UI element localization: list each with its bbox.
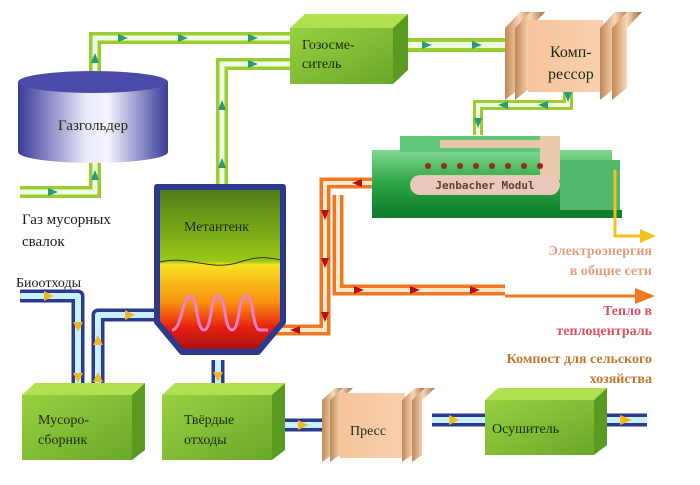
gas-mixer-label-line1: Гозосме-: [302, 38, 355, 53]
gas-arrow-icon: [248, 34, 258, 42]
pipe-biowaste-in: [20, 289, 85, 395]
gas-arrow-icon: [248, 60, 258, 68]
compressor-label-line2: рессор: [548, 66, 594, 83]
pipe-compressor-to-engine: [473, 92, 573, 135]
gas-arrow-icon: [118, 34, 128, 42]
gas-arrow-icon: [218, 158, 226, 168]
heating-coil: [171, 294, 268, 332]
waste-arrow-icon: [298, 420, 308, 430]
electricity-label-line1: Электроэнергия: [548, 244, 652, 259]
gas-arrow-icon: [538, 101, 548, 109]
gas-arrow-icon: [218, 100, 226, 110]
waste-arrow-icon: [125, 310, 135, 320]
gas-arrow-icon: [564, 92, 572, 102]
waste-arrow-icon: [73, 322, 83, 332]
gas-arrow-icon: [498, 101, 508, 109]
engine-label: Jenbacher Modul: [435, 179, 534, 192]
solid-waste-label-line1: Твёрдые: [184, 413, 235, 428]
waste-collector-box: [22, 383, 145, 460]
heat-arrow-icon: [290, 326, 300, 334]
heat-arrow-icon: [354, 286, 364, 294]
landfill-gas-label-line2: свалок: [22, 234, 65, 250]
gas-engine: Jenbacher Modul: [372, 136, 622, 218]
waste-arrow-icon: [93, 335, 103, 345]
dryer-box: [485, 388, 607, 455]
heat-label-line2: теплоцентраль: [556, 324, 652, 339]
waste-arrow-icon: [449, 415, 459, 425]
compost-label-line1: Компост для сельского: [506, 352, 652, 367]
heat-arrow-icon: [321, 258, 329, 268]
heat-arrow-icon: [352, 179, 362, 187]
pipe-digester-to-mixer: [216, 58, 290, 192]
waste-flow-arrows: [44, 291, 632, 430]
heat-arrow-icon: [410, 286, 420, 294]
gas-mixer-label-line2: ситель: [302, 57, 342, 72]
gasholder: [18, 71, 168, 163]
gas-arrow-icon: [178, 34, 188, 42]
pipe-landfill-to-gasholder: [20, 160, 101, 198]
gas-arrow-icon: [91, 170, 99, 180]
waste-arrow-icon: [73, 373, 83, 383]
waste-collector-label-line2: сборник: [38, 433, 88, 448]
heat-output-arrow-icon: [635, 288, 655, 304]
solid-waste-box: [162, 383, 285, 460]
waste-arrow-icon: [44, 291, 54, 301]
digester-label: Метантенк: [184, 220, 250, 235]
press-box: [322, 388, 435, 462]
compost-label-line2: хозяйства: [589, 372, 652, 387]
electricity-arrow-icon: [640, 229, 656, 243]
heat-label-line1: Тепло в: [603, 304, 652, 319]
waste-arrow-icon: [93, 372, 103, 382]
waste-arrow-icon: [620, 415, 632, 425]
gasholder-label: Газгольдер: [58, 118, 129, 134]
electricity-output: [613, 170, 656, 243]
press-label: Пресс: [350, 424, 387, 439]
heat-flow-arrows: [290, 179, 480, 334]
compressor-label-line1: Комп-: [550, 44, 592, 61]
dryer-label: Осушитель: [492, 422, 560, 437]
digester-tank: [154, 184, 286, 355]
gas-arrow-icon: [422, 41, 432, 49]
electricity-label-line2: в общие сети: [569, 264, 652, 279]
gas-arrow-icon: [472, 41, 482, 49]
biowaste-label: Биоотходы: [16, 276, 82, 291]
gas-mixer-box: [290, 14, 408, 84]
gas-arrow-icon: [474, 118, 482, 128]
heat-arrow-icon: [470, 286, 480, 294]
gas-arrow-icon: [48, 188, 58, 196]
solid-waste-label-line2: отходы: [184, 433, 227, 448]
landfill-gas-label-line1: Газ мусорных: [22, 212, 111, 228]
gas-arrow-icon: [91, 53, 99, 63]
compressor-box: [505, 12, 642, 100]
heat-arrow-icon: [321, 210, 329, 220]
gas-flow-arrows: [48, 34, 572, 196]
waste-arrow-icon: [213, 372, 223, 382]
waste-collector-label-line1: Мусоро-: [38, 413, 89, 428]
heat-arrow-icon: [321, 312, 329, 322]
